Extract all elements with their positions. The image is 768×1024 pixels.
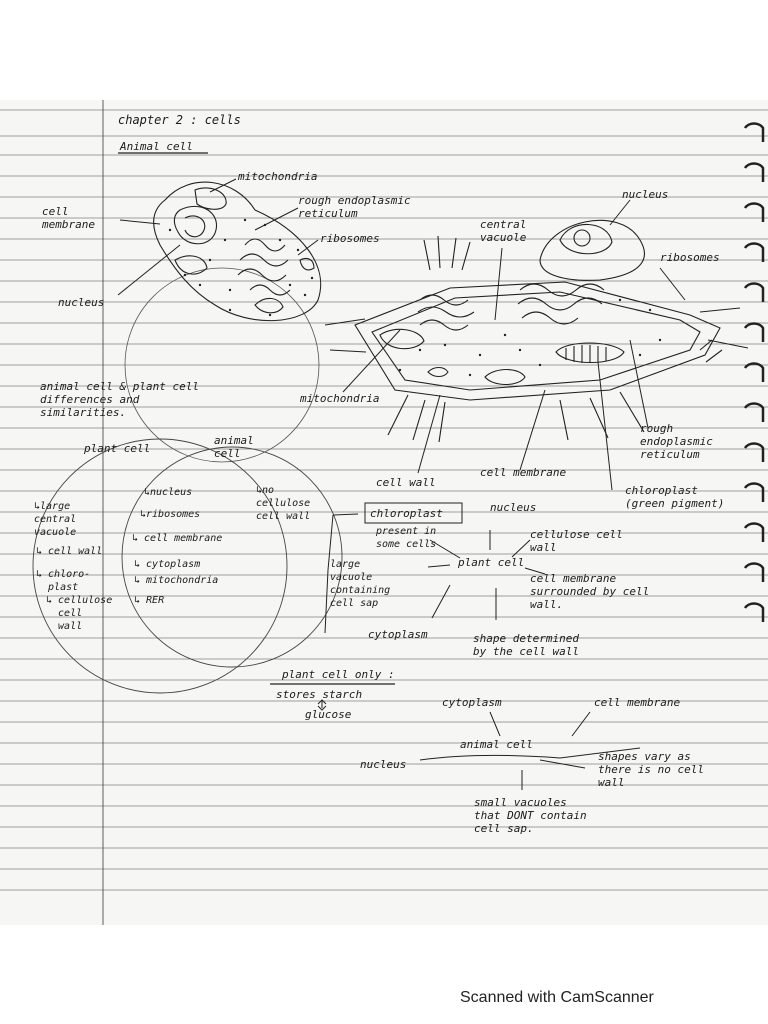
- plant-cell-pointers: [342, 199, 686, 491]
- venn-shared-item: ↳ribosomes: [140, 509, 201, 520]
- venn-animal-label: animal cell: [214, 434, 254, 460]
- venn-plant-only-item: ↳ cellulose cell wall: [46, 595, 113, 632]
- venn-shared-item: ↳ mitochondria: [134, 575, 219, 586]
- scanner-watermark: Scanned with CamScanner: [460, 989, 654, 1006]
- comparison-heading: animal cell & plant cell differences and…: [40, 380, 199, 419]
- plant-label-cell-wall: cell wall: [376, 476, 436, 489]
- animal-mindmap-lines: [419, 711, 641, 790]
- animal-map-shapes: shapes vary as there is no cell wall: [598, 750, 704, 789]
- animal-label-mitochondria: mitochondria: [238, 170, 318, 183]
- notebook-page: chapter 2 : cells Animal cell mitochondr…: [0, 100, 768, 925]
- plant-only-stores: stores starch: [276, 688, 363, 701]
- plant-map-chloroplast-note: present in some cells: [376, 526, 437, 550]
- animal-cell-heading: Animal cell: [120, 140, 193, 153]
- plant-map-nucleus: nucleus: [490, 501, 537, 514]
- plant-label-ribosomes: ribosomes: [660, 251, 720, 264]
- animal-label-nucleus: nucleus: [58, 296, 105, 309]
- animal-map-center: animal cell: [460, 738, 533, 751]
- plant-mindmap-lines: [324, 502, 546, 634]
- animal-map-cytoplasm: cytoplasm: [442, 696, 502, 709]
- plant-label-rough-er: rough endoplasmic reticulum: [640, 422, 713, 461]
- animal-label-cell-membrane: cell membrane: [42, 205, 95, 231]
- venn-plant-only-item: ↳ chloro- plast: [36, 569, 91, 593]
- animal-label-rough-er: rough endoplasmic reticulum: [298, 194, 411, 220]
- plant-label-central-vacuole: central vacuole: [480, 218, 527, 244]
- chapter-title: chapter 2 : cells: [118, 113, 241, 127]
- venn-plant-label: plant cell: [84, 442, 151, 455]
- plant-label-nucleus: nucleus: [622, 188, 669, 201]
- plant-label-chloroplast: chloroplast (green pigment): [625, 484, 725, 510]
- page-drawings: [0, 100, 768, 925]
- venn-diagram: [32, 438, 343, 694]
- plant-map-center: plant cell: [458, 556, 525, 569]
- venn-shared-item: ↳ cytoplasm: [134, 559, 201, 570]
- ruled-lines: [0, 109, 768, 891]
- plant-only-glucose: glucose: [305, 708, 352, 721]
- venn-animal-only-item: ↳no cellulose cell wall: [256, 485, 311, 522]
- plant-cell-drawing: [324, 219, 749, 443]
- animal-cell-drawing: [124, 181, 322, 463]
- plant-label-cell-membrane: cell membrane: [480, 466, 567, 479]
- plant-map-cellulose-wall: cellulose cell wall: [530, 528, 623, 554]
- plant-map-membrane: cell membrane surrounded by cell wall.: [530, 572, 650, 611]
- animal-map-vacuoles: small vacuoles that DONT contain cell sa…: [474, 796, 587, 835]
- animal-cell-pointers: [117, 178, 319, 296]
- plant-label-mitochondria: mitochondria: [300, 392, 380, 405]
- animal-map-cell-membrane: cell membrane: [594, 696, 681, 709]
- venn-plant-only-item: ↳large central vacuole: [34, 501, 77, 538]
- plant-map-vacuole: large vacuole containing cell sap: [330, 559, 391, 609]
- animal-map-nucleus: nucleus: [360, 758, 407, 771]
- venn-plant-only-item: ↳ cell wall: [36, 546, 103, 557]
- spiral-binding: [743, 122, 765, 622]
- plant-map-cytoplasm: cytoplasm: [368, 628, 428, 641]
- animal-label-ribosomes: ribosomes: [320, 232, 380, 245]
- plant-map-shape: shape determined by the cell wall: [473, 632, 579, 658]
- venn-shared-item: ↳ cell membrane: [132, 533, 223, 544]
- venn-shared-item: ↳ RER: [134, 595, 165, 606]
- glucose-arrows: [317, 699, 327, 711]
- venn-shared-item: ↳nucleus: [144, 487, 193, 498]
- plant-only-heading: plant cell only :: [282, 668, 395, 681]
- plant-map-chloroplast-box: chloroplast: [370, 507, 443, 520]
